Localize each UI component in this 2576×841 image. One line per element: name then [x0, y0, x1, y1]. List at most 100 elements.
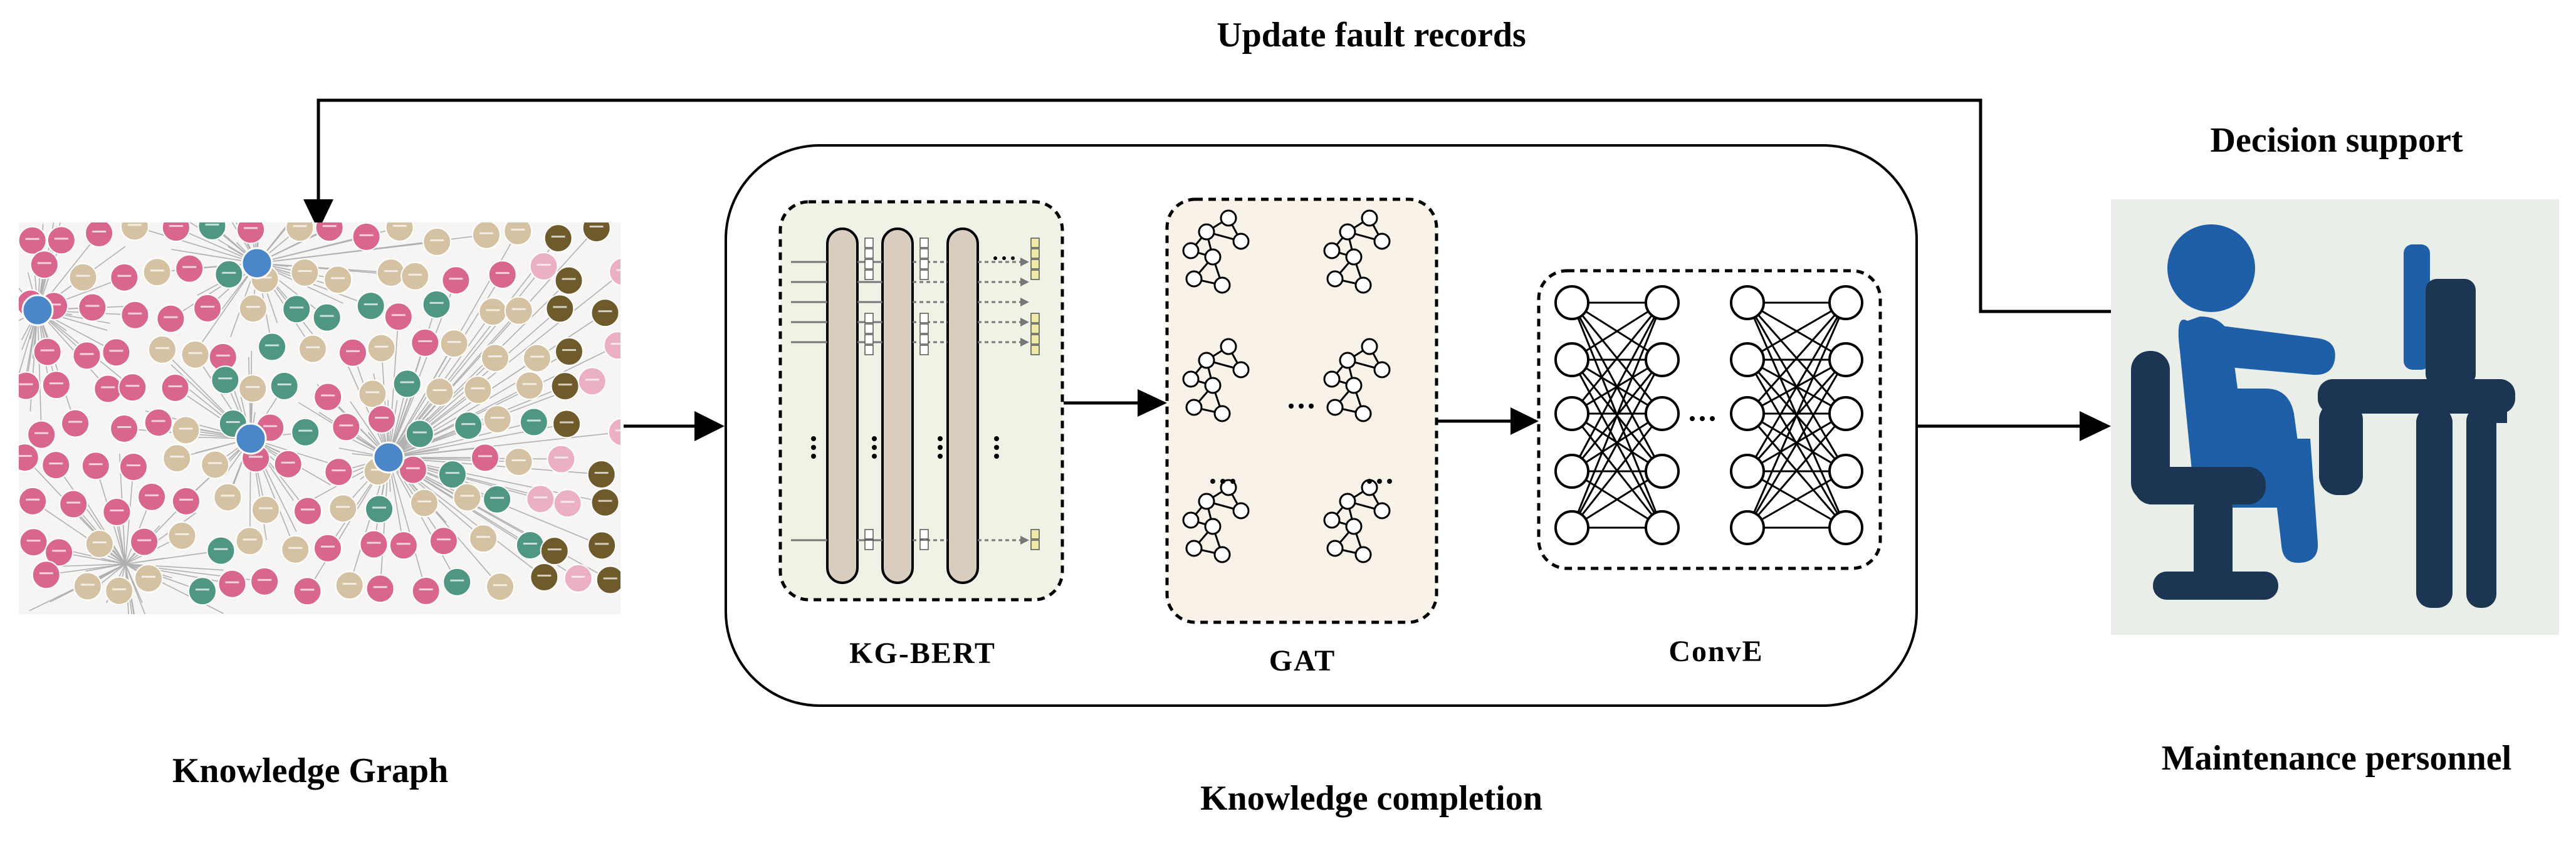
kg-edge: [347, 363, 389, 458]
kg-node-text: [170, 456, 184, 458]
kg-node-text: [359, 234, 374, 236]
kg-node: [160, 373, 190, 402]
conve-connection: [1571, 413, 1663, 528]
conve-neuron: [1645, 396, 1680, 431]
kg-node-text: [429, 301, 444, 304]
kg-node-text: [400, 381, 414, 384]
kg-node-text: [125, 385, 140, 387]
bert-token-cell: [1030, 345, 1040, 355]
conve-connection: [1571, 302, 1663, 472]
kg-node: [206, 536, 236, 565]
kg-edge: [85, 563, 126, 572]
kg-edge: [125, 512, 196, 565]
kg-node-text: [526, 419, 541, 422]
kg-node-text: [277, 383, 291, 385]
kg-bert-label: KG-BERT: [849, 637, 996, 670]
kg-node: [590, 488, 620, 517]
bert-encoder-layer: [946, 227, 979, 584]
kg-edge: [61, 563, 126, 567]
kg-node-text: [155, 347, 169, 349]
kg-node-text: [216, 354, 230, 357]
kg-edge: [388, 457, 458, 583]
kg-node: [453, 483, 482, 512]
bert-token-cell: [1030, 248, 1040, 259]
kg-node-text: [117, 274, 132, 277]
kg-node-text: [432, 389, 447, 392]
kg-node-text: [305, 346, 320, 348]
gat-node: [1220, 338, 1237, 355]
kg-node-text: [249, 456, 263, 458]
kg-edge: [388, 457, 611, 581]
kg-node: [33, 337, 62, 367]
kg-node-text: [331, 277, 345, 279]
conve-connection: [1571, 359, 1663, 528]
gat-node: [1354, 405, 1372, 422]
bert-ellipsis-dot: [993, 256, 997, 260]
bert-token-cell: [864, 540, 874, 550]
kg-node-text: [265, 344, 280, 347]
conve-label: ConvE: [1668, 635, 1763, 668]
kg-node: [504, 296, 533, 325]
kg-node-text: [300, 508, 315, 511]
kg-node-text: [449, 278, 463, 280]
kg-node-text: [511, 228, 525, 231]
kg-node: [144, 408, 173, 437]
kg-node-text: [117, 426, 132, 428]
conve-neuron: [1730, 454, 1765, 489]
kg-node: [134, 563, 163, 593]
kg-node: [29, 250, 59, 279]
gat-node: [1204, 248, 1222, 266]
person-at-computer-icon: [2111, 199, 2559, 635]
kg-node-text: [19, 455, 32, 457]
kg-edge: [388, 421, 535, 458]
kg-node: [293, 577, 322, 606]
kg-node-text: [175, 533, 189, 535]
bert-ellipsis-dot: [872, 454, 877, 459]
kg-node-text: [562, 349, 577, 352]
bert-ellipsis-dot: [872, 445, 877, 450]
kg-node-text: [68, 420, 83, 423]
bert-output-arrowhead: [1020, 258, 1029, 266]
kg-node-text: [553, 306, 567, 308]
conve-panel: [1537, 269, 1882, 570]
kg-node-text: [258, 276, 272, 279]
kg-node: [211, 365, 240, 395]
bert-token-cell: [1030, 269, 1040, 280]
kg-node: [409, 488, 439, 518]
kg-node: [175, 254, 204, 283]
decision-support-label: Decision support: [2211, 121, 2463, 160]
bert-token-cell: [919, 259, 929, 269]
gat-node: [1232, 502, 1250, 520]
kg-node-text: [128, 312, 142, 315]
gat-ellipsis-dot: [1230, 479, 1235, 484]
bert-token-cell: [919, 323, 929, 334]
kg-node-text: [374, 345, 389, 348]
kg-node-text: [391, 314, 406, 316]
gat-subgraph: [1182, 479, 1250, 563]
kg-node: [389, 531, 418, 560]
kg-node-text: [560, 421, 574, 424]
kg-hub-node: [21, 294, 54, 326]
kg-node-text: [495, 272, 510, 274]
kg-node: [120, 300, 150, 330]
kg-node: [504, 447, 533, 476]
kg-node-text: [511, 308, 526, 310]
kg-node: [171, 486, 201, 516]
gat-node: [1354, 546, 1372, 563]
kg-node: [365, 574, 395, 603]
kg-node: [217, 569, 247, 598]
kg-node: [454, 411, 483, 441]
bert-token-cell: [1030, 323, 1040, 334]
kg-node-text: [19, 383, 33, 385]
kg-node: [384, 302, 413, 332]
gat-node: [1339, 352, 1356, 369]
kg-node-text: [320, 315, 334, 317]
kg-node: [19, 528, 48, 557]
kg-node: [147, 335, 177, 364]
kg-node-text: [26, 498, 40, 501]
kg-node-text: [168, 385, 182, 387]
kg-node-text: [110, 509, 124, 512]
kg-node: [367, 333, 396, 363]
kg-node: [607, 417, 620, 447]
gat-ellipsis-dot: [1220, 479, 1225, 484]
